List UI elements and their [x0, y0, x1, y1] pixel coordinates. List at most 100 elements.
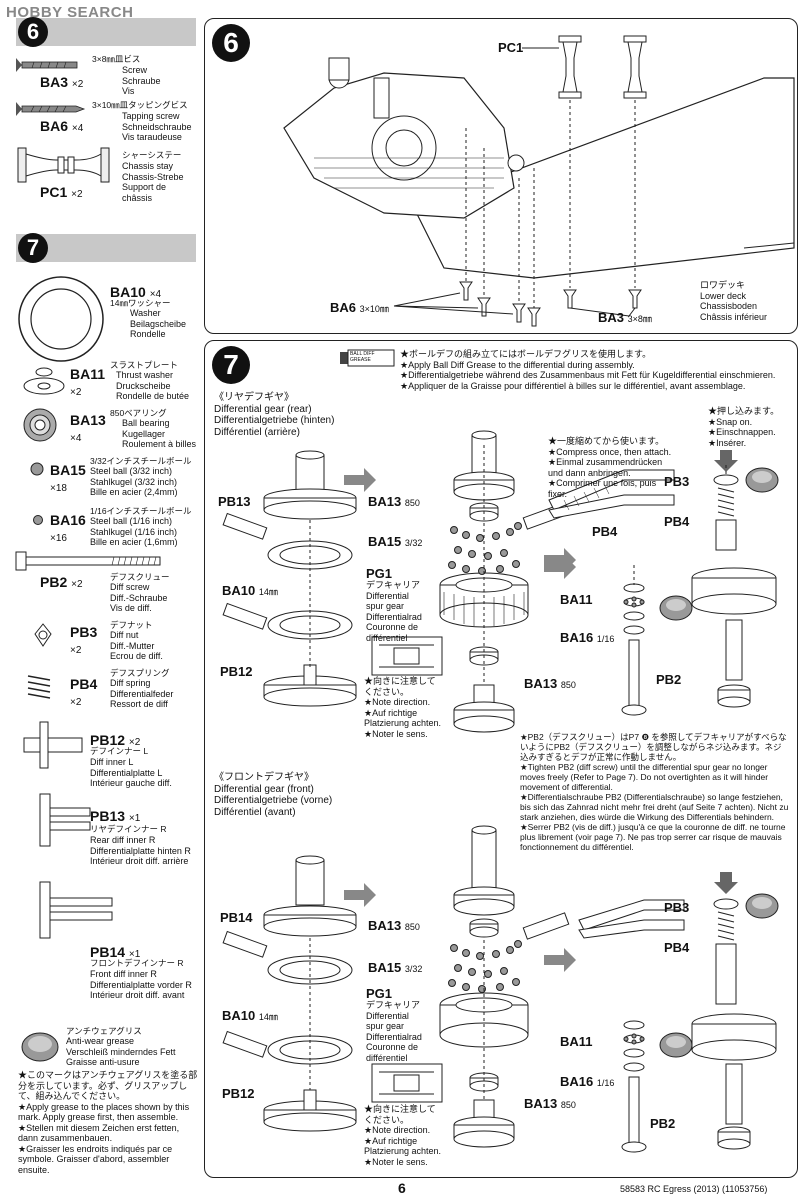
rear-pg1-desc: デフキャリア Differential spur gear Differenti… [366, 580, 422, 643]
step6-parts-number: 6 [18, 17, 48, 47]
part-pb4-desc: Diff spring Differentialfeder Ressort de… [110, 678, 174, 709]
part-pb14-jp: フロントデフインナー R [90, 958, 184, 968]
front-label-ba11: BA11 [560, 1034, 593, 1049]
part-ba11-desc: Thrust washer Druckscheibe Rondelle de b… [116, 370, 190, 401]
rear-label-ba15: BA15 3/32 [368, 534, 423, 549]
rear-label-pb3: PB3 [664, 474, 690, 489]
rear-label-ba16: BA16 1/16 [560, 630, 615, 645]
rear-label-ba10: BA10 14㎜ [222, 583, 278, 598]
rear-label-ba13-top: BA13 850 [368, 494, 420, 509]
part-ba3-jp: 3×8㎜皿ビス [92, 54, 141, 64]
front-diff-exploded-illustration [222, 825, 779, 1153]
lower-deck-label: ロワデッキ Lower deck Chassisboden Châssis in… [700, 280, 768, 322]
front-label-ba13-top: BA13 850 [368, 918, 420, 933]
bearing-ba13-drawing [23, 408, 57, 442]
part-ba6-jp: 3×10㎜皿タッピングビス [92, 100, 188, 110]
step6-label-ba6: BA6 3×10㎜ [330, 300, 389, 315]
front-label-pb14: PB14 [220, 910, 253, 925]
grease-jp: アンチウェアグリス [66, 1026, 142, 1036]
step6-number: 6 [212, 24, 250, 62]
watermark: HOBBY SEARCH [6, 4, 134, 21]
diff-screw-pb2-drawing [15, 551, 161, 571]
part-ba13-code: BA13×4 [70, 412, 106, 444]
part-ba11-jp: スラストプレート [110, 360, 178, 370]
diff-nut-pb3-drawing [34, 623, 52, 647]
front-label-pb2: PB2 [650, 1116, 676, 1131]
step7-parts-number: 7 [18, 233, 48, 263]
grease-note: ★このマークはアンチウェアグリスを塗る部分を示しています。必ず、グリスアップして… [18, 1070, 198, 1175]
diff-spring-pb4-drawing [27, 675, 51, 699]
part-pb3-jp: デフナット [110, 620, 153, 630]
part-pb12-code: PB12 ×2 [90, 732, 141, 748]
steel-ball-ba16-drawing [33, 515, 43, 525]
part-ba10-jp: 14㎜ワッシャー [110, 298, 171, 308]
part-ba16-jp: 1/16インチスチールボール [90, 506, 192, 516]
rear-compress-note: ★一度縮めてから使います。 ★Compress once, then attac… [548, 436, 672, 499]
step6-label-ba3: BA3 3×8㎜ [598, 310, 652, 325]
pb2-tightening-note: ★PB2（デフスクリュー）はP7 ❽ を参照してデフキャリアがすべらないようにP… [520, 732, 789, 852]
part-pb2-jp: デフスクリュー [110, 572, 170, 582]
diff-inner-pb12-drawing [23, 721, 83, 769]
rear-label-pb13: PB13 [218, 494, 251, 509]
part-pb2-desc: Diff screw Diff.-Schraube Vis de diff. [110, 582, 168, 613]
chassis-stay-pc1-drawing [17, 147, 110, 183]
front-label-pb3: PB3 [664, 900, 690, 915]
grease-tube-label: BALL DIFF GREASE [350, 351, 375, 363]
front-pg1-desc: デフキャリア Differential spur gear Differenti… [366, 1000, 422, 1063]
part-pb2-code: PB2 ×2 [40, 574, 83, 590]
part-pb13-jp: リヤデフインナー R [90, 824, 167, 834]
part-pb13-code: PB13 ×1 [90, 808, 141, 824]
step6-chassis-illustration [283, 35, 795, 327]
rear-diff-exploded-illustration [222, 430, 779, 733]
rear-label-ba13-bottom: BA13 850 [524, 676, 576, 691]
part-pc1-desc: Chassis stay Chassis-Strebe Support de c… [122, 161, 184, 203]
rear-diff-title: 《リヤデフギヤ》 Differential gear (rear) Differ… [214, 392, 335, 438]
part-pb14-desc: Front diff inner R Differentialplatte vo… [90, 969, 192, 1000]
screw-ba3-drawing [16, 58, 78, 72]
part-pb14-code: PB14 ×1 [90, 944, 141, 960]
part-ba6-desc: Tapping screw Schneidschraube Vis taraud… [122, 111, 192, 142]
part-pb13-desc: Rear diff inner R Differentialplatte hin… [90, 835, 191, 866]
front-label-pb12: PB12 [222, 1086, 255, 1101]
ball-diff-grease-tube-icon [340, 349, 395, 367]
front-diff-title: 《フロントデフギヤ》 Differential gear (front) Dif… [214, 772, 333, 818]
front-diff-inner-pb14-drawing [39, 881, 113, 939]
washer-ba10-drawing [18, 276, 104, 362]
screw-ba6-drawing [16, 102, 86, 116]
part-ba11-code: BA11×2 [70, 366, 106, 398]
part-pb12-desc: Diff inner L Differentialplatte L Intéri… [90, 757, 172, 788]
part-ba10-code: BA10 ×4 [110, 284, 162, 300]
steel-ball-ba15-drawing [30, 462, 44, 476]
front-label-ba10: BA10 14㎜ [222, 1008, 278, 1023]
part-ba3-code: BA3 ×2 [40, 74, 84, 90]
rear-label-pb2: PB2 [656, 672, 682, 687]
step7-top-note: ★ボールデフの組み立てにはボールデフグリスを使用します。 ★Apply Ball… [400, 349, 776, 391]
step7-number: 7 [212, 346, 250, 384]
part-pc1-code: PC1 ×2 [40, 184, 83, 200]
rear-direction-note: ★向きに注意して ください。 ★Note direction. ★Auf ric… [364, 676, 442, 739]
part-ba15-jp: 3/32インチスチールボール [90, 456, 192, 466]
part-ba15-code: BA15×18 [50, 462, 86, 494]
part-ba16-code: BA16×16 [50, 512, 86, 544]
part-ba10-desc: Washer Beilagscheibe Rondelle [130, 308, 187, 339]
grease-mark-icon [21, 1032, 59, 1062]
part-pb12-jp: デフインナー L [90, 746, 149, 756]
part-pb3-desc: Diff nut Diff.-Mutter Ecrou de diff. [110, 630, 163, 661]
part-ba6-code: BA6 ×4 [40, 118, 84, 134]
front-label-pb4: PB4 [664, 940, 690, 955]
rear-label-pb12: PB12 [220, 664, 253, 679]
step7-box [204, 340, 798, 1178]
rear-label-ba11: BA11 [560, 592, 593, 607]
rear-push-note: ★押し込みます。 ★Snap on. ★Einschnappen. ★Insér… [708, 406, 780, 448]
part-ba3-desc: Screw Schraube Vis [122, 65, 161, 96]
part-pc1-jp: シャーシステー [122, 150, 182, 160]
rear-label-pb4-tool: PB4 [592, 524, 618, 539]
part-pb4-jp: デフスプリング [110, 668, 170, 678]
front-direction-note: ★向きに注意して ください。 ★Note direction. ★Auf ric… [364, 1104, 442, 1167]
part-ba13-desc: Ball bearing Kugellager Roulement à bill… [122, 418, 197, 449]
part-ba16-desc: Steel ball (1/16 inch) Stahlkugel (1/16 … [90, 516, 178, 547]
step6-box [204, 18, 798, 334]
front-label-ba15: BA15 3/32 [368, 960, 423, 975]
front-label-pg1: PG1 [366, 986, 393, 1001]
kit-code: 58583 RC Egress (2013) (11053756) [620, 1184, 768, 1194]
